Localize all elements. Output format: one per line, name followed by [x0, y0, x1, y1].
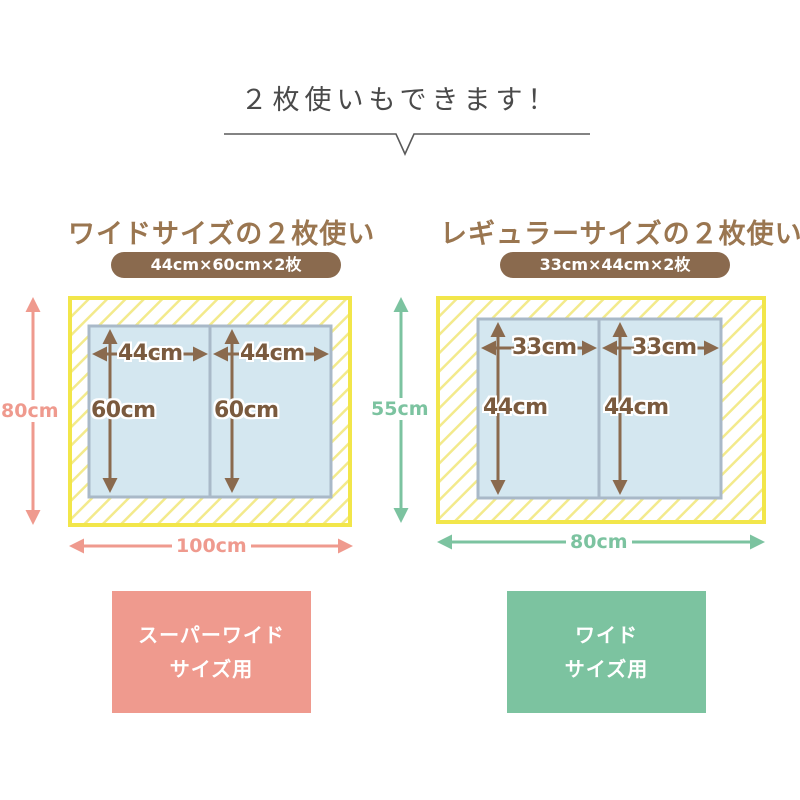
left-panel-b-height-label: 60cm [214, 398, 279, 423]
wide-button-line2: サイズ用 [564, 657, 649, 681]
right-panel-a-width-label: 33cm [512, 335, 577, 360]
right-outer-height-label: 55cm [370, 398, 430, 420]
right-panel-title: レギュラーサイズの２枚使い [440, 219, 800, 250]
right-outer-width-label: 80cm [566, 531, 632, 553]
left-size-pill: 44cm×60cm×2枚 [111, 252, 341, 278]
left-outer-width-label: 100cm [172, 535, 251, 557]
right-size-pill: 33cm×44cm×2枚 [500, 252, 730, 278]
page-headline: ２枚使いもできます！ [240, 85, 560, 116]
right-panel-b-width-label: 33cm [632, 335, 697, 360]
left-panel-a-width-label: 44cm [118, 341, 183, 366]
wide-size-button[interactable]: ワイド サイズ用 [507, 591, 706, 713]
super-wide-button-line1: スーパーワイド [138, 623, 285, 647]
left-panel-title: ワイドサイズの２枚使い [68, 219, 376, 250]
right-panel-a-height-label: 44cm [483, 395, 548, 420]
left-outer-height-label: 80cm [0, 400, 60, 422]
super-wide-size-button[interactable]: スーパーワイド サイズ用 [112, 591, 311, 713]
left-panel-b-width-label: 44cm [240, 341, 305, 366]
wide-button-line1: ワイド [575, 623, 638, 647]
right-panel-b-height-label: 44cm [604, 395, 669, 420]
super-wide-button-line2: サイズ用 [169, 657, 254, 681]
left-panel-a-height-label: 60cm [91, 398, 156, 423]
